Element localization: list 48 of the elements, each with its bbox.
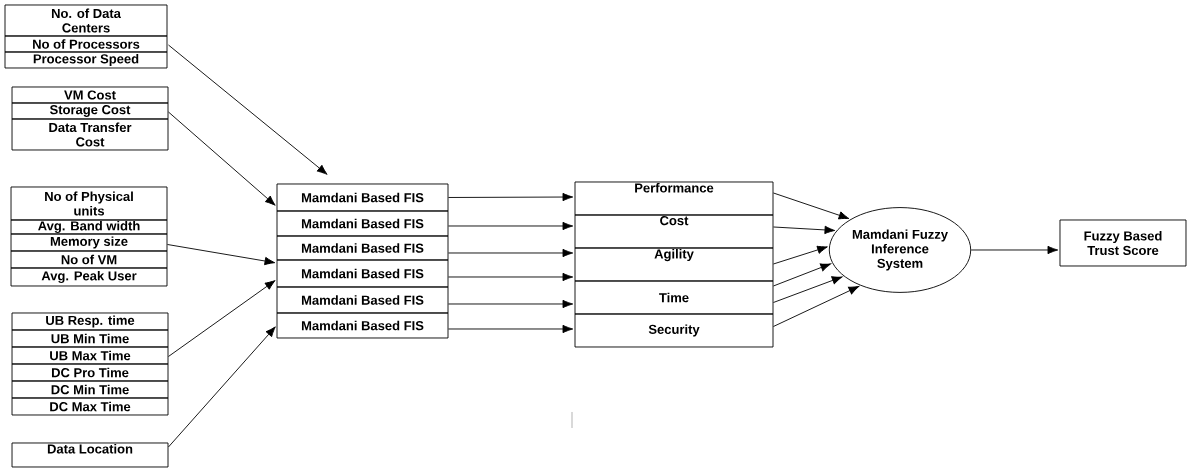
fis-cell: Mamdani Based FIS [276, 259, 449, 288]
output-cell: Security [574, 313, 774, 348]
fis-cell: Mamdani Based FIS [276, 183, 449, 212]
arrow [448, 272, 574, 282]
parameter-cell: No of Processors [4, 35, 168, 53]
parameter-cell: UB Max Time [11, 346, 169, 365]
parameter-cell: Avg. Peak User [10, 267, 168, 287]
fis-cell: Mamdani Based FIS [276, 235, 449, 261]
fis-cell: Mamdani Based FIS [276, 312, 449, 339]
arrow [448, 248, 574, 258]
parameter-cell: No. of Data Centers [4, 4, 168, 37]
arrow [448, 221, 574, 231]
parameter-cell: Processor Speed [4, 51, 168, 69]
arrow [448, 299, 574, 309]
arrow [168, 111, 276, 206]
parameter-cell: UB Resp. time [11, 312, 169, 331]
parameter-cell: No of Physical units [10, 186, 168, 221]
result-box: Fuzzy Based Trust Score [1059, 219, 1187, 267]
parameter-cell: VM Cost [11, 86, 169, 104]
fis-cell: Mamdani Based FIS [276, 286, 449, 314]
arrow [448, 192, 574, 202]
arrow [773, 192, 850, 220]
arrow [773, 276, 843, 303]
arrow [773, 285, 860, 327]
parameter-cell: UB Min Time [11, 329, 169, 348]
arrow [773, 263, 831, 287]
parameter-cell: Storage Cost [11, 102, 169, 120]
parameter-cell: DC Pro Time [11, 363, 169, 382]
output-cell: Time [574, 280, 774, 315]
arrow [773, 225, 836, 235]
parameter-cell: No of VM [10, 250, 168, 269]
arrow [168, 280, 276, 357]
parameter-cell: Avg. Band width [10, 219, 168, 235]
parameter-cell: DC Max Time [11, 397, 169, 416]
arrow [168, 326, 276, 448]
arrow [773, 245, 828, 265]
arrow [168, 44, 328, 175]
output-cell: Agility [574, 247, 774, 282]
output-cell: Cost [574, 214, 774, 249]
output-cell: Performance [574, 181, 774, 216]
fis-cell: Mamdani Based FIS [276, 210, 449, 237]
arrow [167, 244, 276, 266]
parameter-cell: DC Min Time [11, 380, 169, 399]
parameter-cell: Data Transfer Cost [11, 118, 169, 151]
parameter-cell: Memory size [10, 233, 168, 252]
arrow [970, 245, 1059, 255]
parameter-cell: Data Location [11, 442, 169, 468]
arrow [448, 324, 574, 334]
